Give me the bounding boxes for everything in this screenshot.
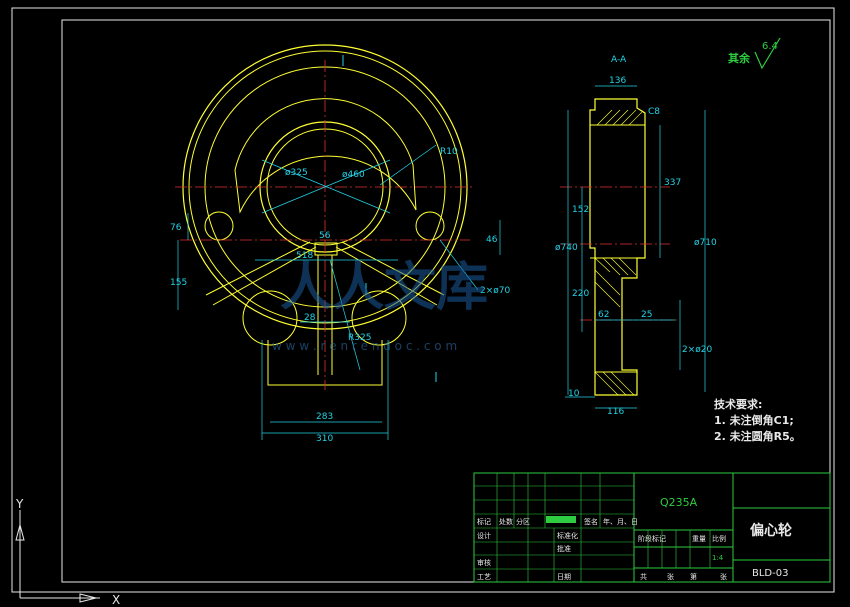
roughness-value: 6.4: [762, 41, 778, 52]
rev-3: 分区: [516, 517, 530, 526]
dim-d283: 283: [316, 412, 333, 422]
dim-r325: R325: [348, 333, 371, 343]
dim-d325: ø325: [285, 168, 308, 178]
outer-border: [11, 7, 835, 593]
scale-value: 1:4: [712, 554, 724, 562]
dim-d28: 28: [304, 313, 316, 323]
drawing-no: BLD-03: [752, 568, 788, 579]
dim-d337: 337: [664, 178, 681, 188]
dim-d155: 155: [170, 278, 187, 288]
notes-title: 技术要求:: [714, 397, 762, 411]
part-name: 偏心轮: [750, 522, 792, 539]
dim-d46: 46: [486, 235, 498, 245]
dim-d152: 152: [572, 205, 589, 215]
dim-d2x20: 2×ø20: [682, 345, 712, 355]
inner-frame: [61, 19, 831, 583]
dim-holes: 2×ø70: [480, 286, 510, 296]
rev-5: 年、月、日: [603, 517, 638, 526]
sheet-1: 共: [640, 572, 647, 581]
dim-d56: 56: [319, 231, 331, 241]
section-label: A-A: [611, 55, 627, 65]
dim-d310: 310: [316, 434, 333, 444]
dim-d518: 518: [296, 251, 313, 261]
dim-r10: R10: [440, 147, 458, 157]
section-view: [560, 85, 706, 409]
watermark-main: 人人文库: [280, 258, 488, 318]
rev-4: 签名: [584, 517, 598, 526]
left-1: 设计: [477, 531, 491, 540]
sheet-2: 张: [667, 572, 674, 581]
watermark-url: w w w . r e n r e n d o c . c o m: [272, 339, 457, 353]
material: Q235A: [660, 496, 698, 509]
title-block-fill: [546, 516, 576, 523]
dim-d710: ø710: [694, 238, 717, 248]
mid-4: 日期: [557, 573, 571, 581]
dim-d740: ø740: [555, 243, 578, 253]
dim-d62: 62: [598, 310, 609, 320]
rev-1: 标记: [477, 517, 491, 526]
scale-hdr-3: 比例: [712, 534, 726, 543]
scale-hdr-2: 重量: [692, 535, 706, 543]
dim-d136: 136: [609, 76, 626, 86]
scale-hdr-1: 阶段标记: [638, 534, 666, 543]
dim-d25: 25: [641, 310, 652, 320]
sheet-3: 第: [690, 572, 697, 581]
rev-2: 处数: [499, 517, 513, 526]
dim-d116: 116: [607, 407, 624, 417]
front-view: [175, 44, 501, 440]
axis-y-label: Y: [15, 497, 24, 511]
axis-x-label: X: [112, 593, 120, 607]
title-block: [473, 472, 831, 583]
notes-item-1: 1. 未注倒角C1;: [714, 413, 794, 427]
dim-d220: 220: [572, 289, 589, 299]
roughness-prefix: 其余: [728, 51, 751, 65]
sheet-4: 张: [720, 572, 727, 581]
dim-d10: 10: [568, 389, 580, 399]
dim-d460: ø460: [342, 170, 365, 180]
notes-item-2: 2. 未注圆角R5。: [714, 429, 801, 443]
left-2: 审核: [477, 558, 491, 567]
mid-1: 标准化: [557, 531, 578, 540]
dim-d76: 76: [170, 223, 182, 233]
mid-2: 批准: [557, 544, 571, 553]
left-3: 工艺: [477, 573, 491, 581]
dim-c8: C8: [648, 107, 660, 117]
